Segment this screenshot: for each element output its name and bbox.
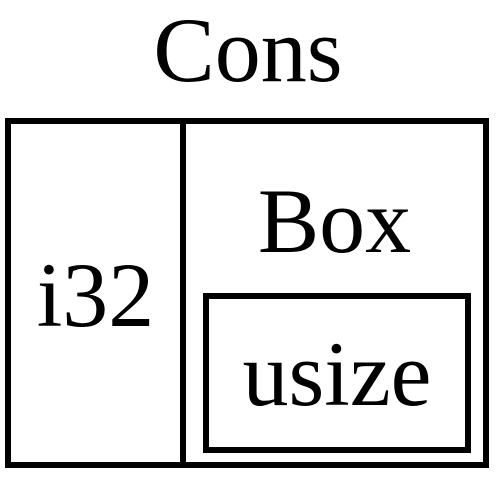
box-cell-label: Box [257, 170, 412, 272]
diagram-title: Cons [153, 0, 343, 101]
cons-outer-box [5, 118, 489, 468]
cell-divider [180, 118, 186, 468]
usize-inner-box [203, 293, 471, 453]
usize-label: usize [242, 323, 432, 425]
i32-cell-label: i32 [36, 244, 155, 346]
